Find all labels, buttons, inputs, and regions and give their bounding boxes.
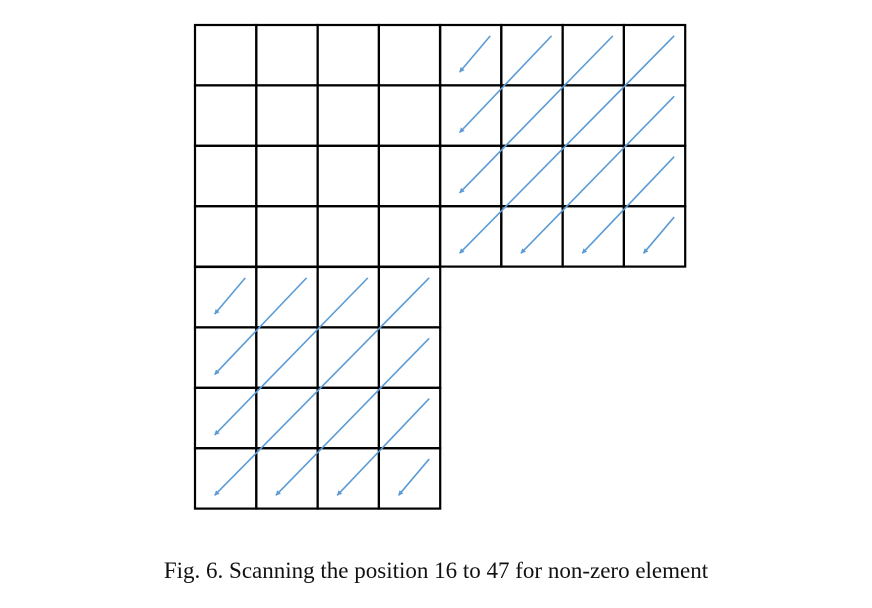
grid-cell <box>316 326 381 389</box>
grid-cell <box>561 144 625 208</box>
grid-cell <box>377 447 442 510</box>
scan-diagram <box>193 23 687 510</box>
grid-cell <box>500 23 564 87</box>
grid-cell <box>255 447 319 510</box>
grid-layer <box>193 23 687 510</box>
grid-cell <box>500 84 564 147</box>
grid-cell <box>622 144 687 208</box>
grid-cell <box>255 23 319 87</box>
grid-cell <box>377 84 442 147</box>
grid-cell <box>193 265 258 329</box>
grid-cell <box>438 144 503 208</box>
grid-cell <box>255 84 319 147</box>
grid-cell <box>316 205 381 268</box>
scan-arrow <box>459 35 675 254</box>
grid-cell <box>193 23 258 87</box>
scan-arrow <box>459 35 491 73</box>
grid-cell <box>561 205 625 268</box>
scan-arrow <box>275 337 430 496</box>
grid-cell <box>561 84 625 147</box>
grid-cell <box>438 205 503 268</box>
scan-arrow <box>397 458 430 496</box>
scan-arrow <box>642 216 675 254</box>
grid-cell <box>193 144 258 208</box>
scan-arrow <box>214 277 430 496</box>
grid-cell <box>255 386 319 450</box>
scan-arrow <box>459 35 553 134</box>
grid-cell <box>193 386 258 450</box>
grid-cell <box>255 144 319 208</box>
grid-cell <box>316 386 381 450</box>
scan-arrow <box>520 95 675 254</box>
grid-cell <box>316 447 381 510</box>
grid-cell <box>255 326 319 389</box>
grid-cell <box>500 205 564 268</box>
grid-cell <box>193 84 258 147</box>
grid-cell <box>193 447 258 510</box>
scan-arrow <box>214 277 246 315</box>
grid-cell <box>622 205 687 268</box>
grid-cell <box>316 84 381 147</box>
grid-cell <box>438 84 503 147</box>
scan-arrow <box>581 156 675 254</box>
grid-cell <box>377 386 442 450</box>
lower-left-block <box>193 265 442 510</box>
upper-right-block <box>438 23 687 268</box>
figure-caption: Fig. 6. Scanning the position 16 to 47 f… <box>163 558 709 583</box>
upper-left-block <box>193 23 442 268</box>
grid-cell <box>438 23 503 87</box>
scan-arrow <box>459 35 614 194</box>
grid-cell <box>377 205 442 268</box>
grid-cell <box>500 144 564 208</box>
scan-arrow <box>214 277 308 376</box>
grid-cell <box>193 205 258 268</box>
grid-cell <box>316 23 381 87</box>
grid-cell <box>193 326 258 389</box>
lower-left-block-arrows <box>214 277 430 496</box>
upper-right-block-arrows <box>459 35 675 254</box>
grid-cell <box>377 23 442 87</box>
scan-arrow <box>336 398 430 496</box>
grid-cell <box>255 265 319 329</box>
grid-cell <box>255 205 319 268</box>
grid-cell <box>316 144 381 208</box>
grid-cell <box>377 144 442 208</box>
scan-arrows <box>214 35 675 496</box>
scan-arrow <box>214 277 369 436</box>
